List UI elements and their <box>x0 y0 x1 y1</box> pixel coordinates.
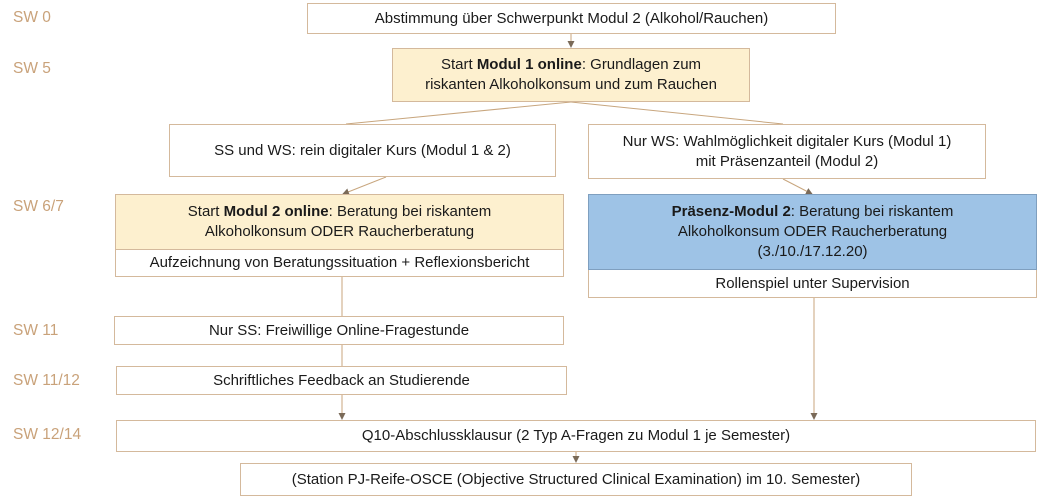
modul2-online-line1: Start Modul 2 online: Beratung bei riska… <box>188 202 491 222</box>
modul1-title: Modul 1 online <box>476 56 582 73</box>
week-label-sw5: SW 5 <box>13 60 51 77</box>
connector-digital-modul2 <box>342 176 387 196</box>
week-label-sw0: SW 0 <box>13 9 51 26</box>
modul2-online-title: Modul 2 online <box>223 203 329 220</box>
praesenz-line3: (3./10./17.12.20) <box>757 243 868 260</box>
modul1-line2: riskanten Alkoholkonsum und zum Rauchen <box>425 76 717 93</box>
connector-modul1-digital <box>345 101 572 125</box>
ws-option-line1: Nur WS: Wahlmöglichkeit digitaler Kurs (… <box>622 132 952 150</box>
modul2-online-suffix: : Beratung bei riskantem <box>328 203 492 220</box>
modul2-online-box: Start Modul 2 online: Beratung bei riska… <box>115 194 564 250</box>
praesenz-title: Präsenz-Modul 2 <box>671 203 791 220</box>
connector-modul1-ws <box>570 101 784 125</box>
rollenspiel-box: Rollenspiel unter Supervision <box>588 270 1037 298</box>
feedback-text: Schriftliches Feedback an Studierende <box>213 371 470 389</box>
modul1-box: Start Modul 1 online: Grundlagen zum ris… <box>392 48 750 102</box>
digital-course-box: SS und WS: rein digitaler Kurs (Modul 1 … <box>169 124 556 177</box>
aufzeichnung-text: Aufzeichnung von Beratungssituation + Re… <box>149 254 530 271</box>
week-label-sw11-12: SW 11/12 <box>13 372 80 389</box>
feedback-box: Schriftliches Feedback an Studierende <box>116 366 567 395</box>
connector-ws-praesenz <box>782 178 813 195</box>
osce-box: (Station PJ-Reife-OSCE (Objective Struct… <box>240 463 912 496</box>
digital-course-text: SS und WS: rein digitaler Kurs (Modul 1 … <box>214 141 511 159</box>
modul2-online-prefix: Start <box>187 203 224 220</box>
fragestunde-text: Nur SS: Freiwillige Online-Fragestunde <box>208 321 470 339</box>
ws-option-box: Nur WS: Wahlmöglichkeit digitaler Kurs (… <box>588 124 986 179</box>
week-label-sw6-7: SW 6/7 <box>13 198 64 215</box>
week-label-sw11: SW 11 <box>13 322 59 339</box>
praesenz-line1: Präsenz-Modul 2: Beratung bei riskantem <box>672 202 954 222</box>
modul1-line1: Start Modul 1 online: Grundlagen zum <box>441 55 701 75</box>
modul2-online-line2: Alkoholkonsum ODER Raucherberatung <box>204 223 475 240</box>
week-label-sw12-14: SW 12/14 <box>13 426 82 443</box>
aufzeichnung-box: Aufzeichnung von Beratungssituation + Re… <box>115 250 564 277</box>
klausur-box: Q10-Abschlussklausur (2 Typ A-Fragen zu … <box>116 420 1036 452</box>
ws-option-line2: mit Präsenzanteil (Modul 2) <box>695 152 879 170</box>
fragestunde-box: Nur SS: Freiwillige Online-Fragestunde <box>114 316 564 345</box>
rollenspiel-text: Rollenspiel unter Supervision <box>715 274 910 292</box>
praesenz-box: Präsenz-Modul 2: Beratung bei riskantem … <box>588 194 1037 270</box>
modul1-prefix: Start <box>440 56 477 73</box>
klausur-text: Q10-Abschlussklausur (2 Typ A-Fragen zu … <box>361 427 791 444</box>
modul1-suffix: : Grundlagen zum <box>581 56 702 73</box>
abstimmung-box: Abstimmung über Schwerpunkt Modul 2 (Alk… <box>307 3 836 34</box>
praesenz-suffix: : Beratung bei riskantem <box>790 203 954 220</box>
abstimmung-text: Abstimmung über Schwerpunkt Modul 2 (Alk… <box>374 9 769 27</box>
osce-text: (Station PJ-Reife-OSCE (Objective Struct… <box>291 470 861 488</box>
praesenz-line2: Alkoholkonsum ODER Raucherberatung <box>677 223 948 240</box>
